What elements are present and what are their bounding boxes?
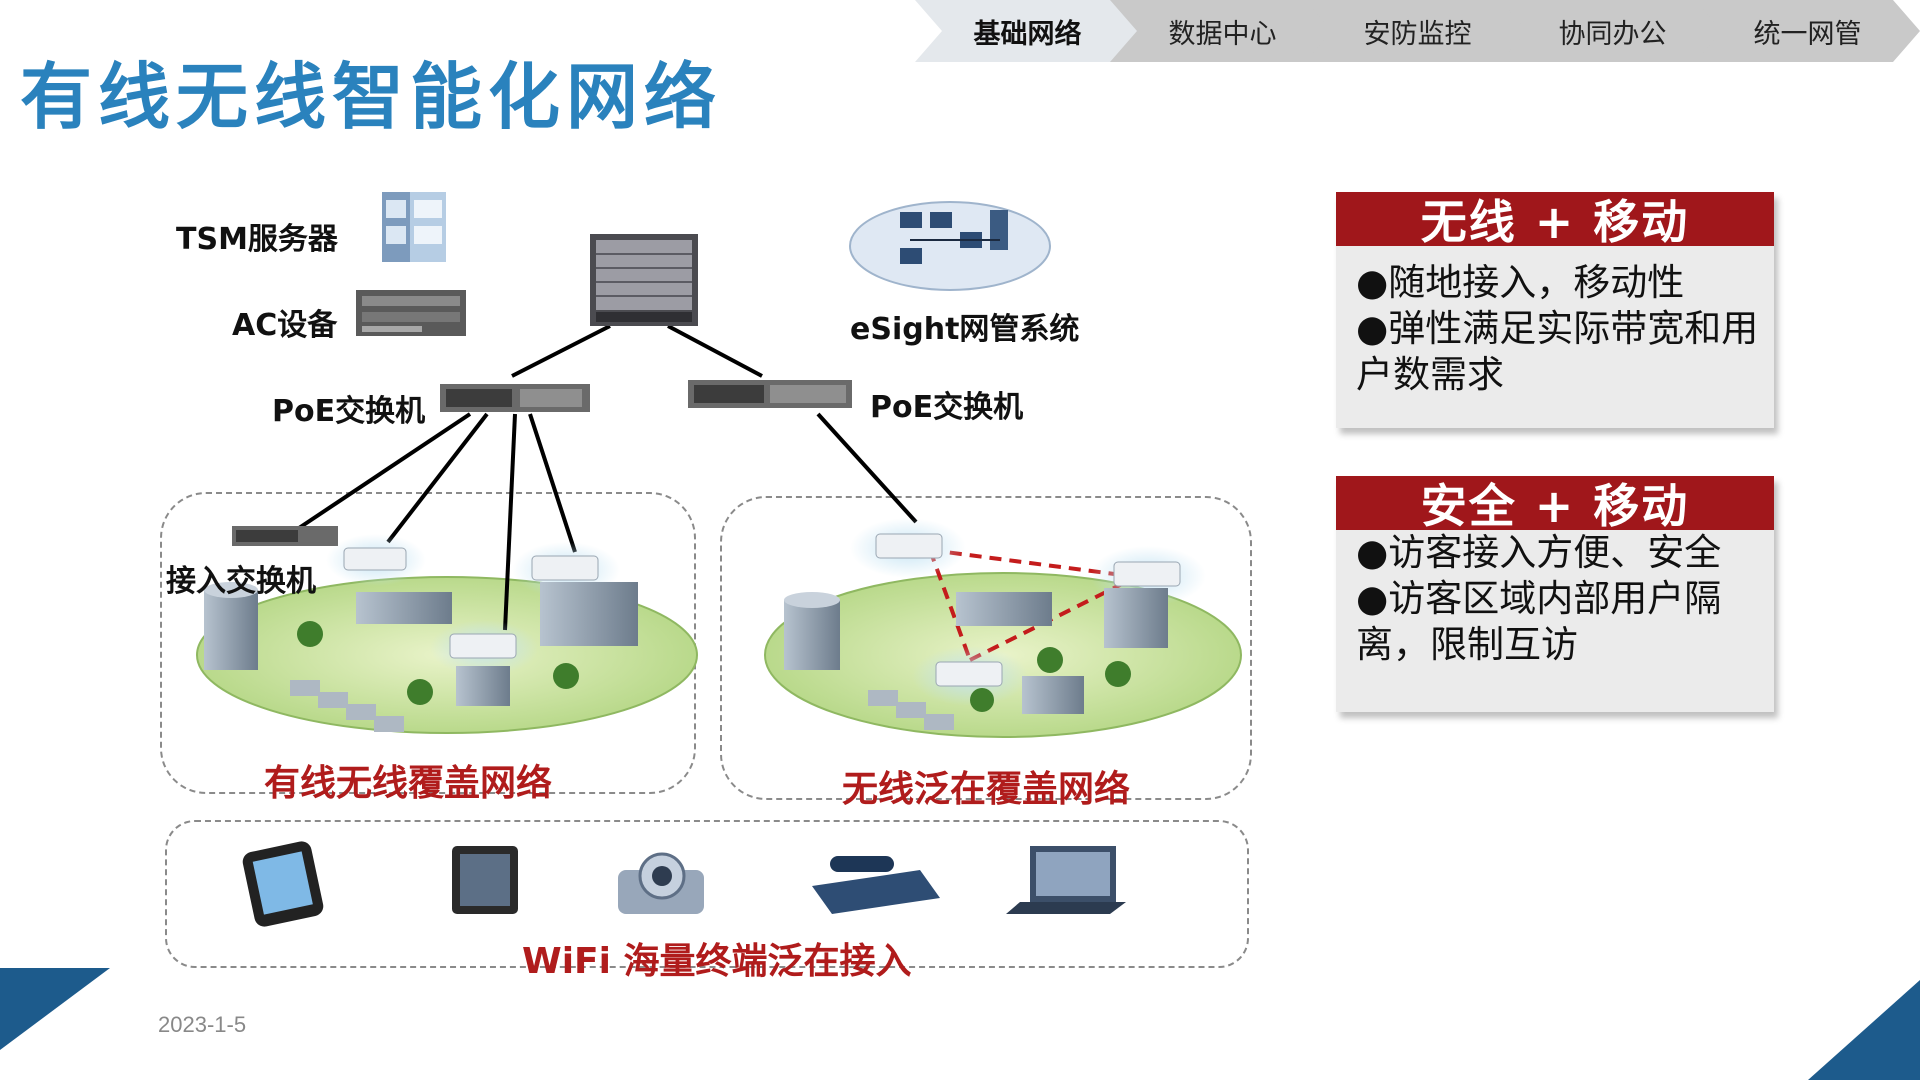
- poe-switch-right-label: PoE交换机: [870, 390, 1024, 425]
- ubiquitous-wireless-zone: [720, 496, 1252, 800]
- access-switch-label: 接入交换机: [166, 564, 316, 599]
- building-icon: [204, 582, 258, 670]
- access-point-icon: [912, 646, 1028, 706]
- panel-point: ●弹性满足实际带宽和用户数需求: [1356, 307, 1759, 396]
- laptop-icon: [1006, 846, 1126, 914]
- tree-icon: [970, 647, 1131, 712]
- access-switch-icon: [232, 526, 338, 546]
- access-point-icon: [430, 620, 538, 676]
- esight-system-icon: [849, 201, 1051, 291]
- terminals-zone: [165, 820, 1249, 968]
- building-icon: [868, 690, 954, 730]
- security-mobile-panel: 安全 + 移动 ●访客接入方便、安全 ●访客区域内部用户隔离，限制互访: [1336, 476, 1774, 712]
- building-icon: [956, 592, 1052, 626]
- ac-device-label: AC设备: [232, 308, 338, 343]
- nav-tab-basic-network[interactable]: 基础网络: [915, 0, 1140, 62]
- nav-tab-security-monitoring[interactable]: 安防监控: [1305, 0, 1530, 62]
- building-icon: [456, 666, 510, 706]
- esight-label: eSight网管系统: [850, 312, 1080, 347]
- camera-icon: [618, 852, 704, 914]
- slide-title: 有线无线智能化网络: [20, 55, 723, 139]
- network-links: [294, 324, 918, 631]
- poe-switch-right-icon: [688, 380, 852, 408]
- nav-tab-unified-management[interactable]: 统一网管: [1695, 0, 1920, 62]
- smartphone-icon: [242, 841, 324, 927]
- panel-point: ●访客接入方便、安全: [1356, 531, 1722, 574]
- nav-tab-data-center[interactable]: 数据中心: [1110, 0, 1335, 62]
- panel-heading: 无线 + 移动: [1336, 192, 1774, 249]
- panel-heading: 安全 + 移动: [1336, 476, 1774, 533]
- core-switch-icon: [590, 234, 698, 326]
- top-navigation: 基础网络 数据中心 安防监控 协同办公 统一网管: [915, 0, 1920, 62]
- access-point-icon: [326, 534, 426, 586]
- telephone-icon: [812, 856, 940, 914]
- access-point-icon: [850, 518, 966, 578]
- panel-point: ●随地接入，移动性: [1356, 261, 1685, 304]
- ac-device-icon: [356, 290, 466, 336]
- corner-decoration-right: [1808, 980, 1920, 1080]
- poe-switch-left-label: PoE交换机: [272, 394, 426, 429]
- corner-decoration-left: [0, 968, 110, 1050]
- terminals-zone-label: WiFi 海量终端泛在接入: [522, 941, 912, 982]
- footer-date: 2023-1-5: [158, 1012, 247, 1037]
- building-icon: [1104, 588, 1168, 648]
- tsm-server-icon: [382, 192, 446, 262]
- building-icon: [540, 582, 638, 646]
- wireless-mobile-panel: 无线 + 移动 ●随地接入，移动性 ●弹性满足实际带宽和用户数需求: [1336, 192, 1774, 428]
- panel-body: ●访客接入方便、安全 ●访客区域内部用户隔离，限制互访: [1336, 530, 1774, 668]
- building-icon: [784, 592, 840, 670]
- panel-body: ●随地接入，移动性 ●弹性满足实际带宽和用户数需求: [1336, 246, 1774, 398]
- poe-switch-left-icon: [440, 384, 590, 412]
- nav-tab-collaboration[interactable]: 协同办公: [1500, 0, 1725, 62]
- building-icon: [356, 592, 452, 624]
- building-icon: [1022, 676, 1084, 714]
- panel-point: ●访客区域内部用户隔离，限制互访: [1356, 577, 1722, 666]
- ubiquitous-wireless-zone-label: 无线泛在覆盖网络: [842, 769, 1131, 810]
- tsm-server-label: TSM服务器: [176, 222, 338, 257]
- tablet-icon: [452, 846, 518, 914]
- building-icon: [290, 680, 404, 732]
- tree-icon: [297, 621, 579, 705]
- wired-wireless-zone-label: 有线无线覆盖网络: [264, 763, 553, 804]
